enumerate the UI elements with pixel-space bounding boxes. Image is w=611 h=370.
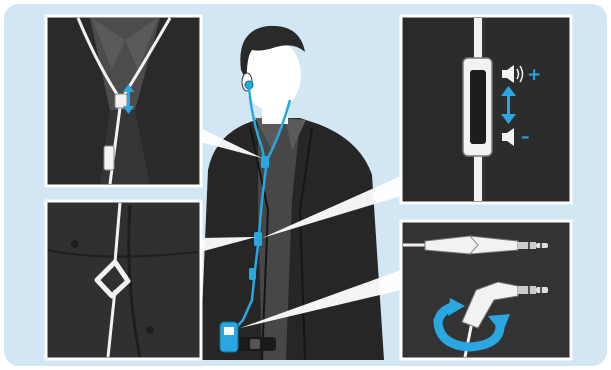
panel-cable-clip [46, 201, 201, 359]
volume-plus-label: + [527, 65, 541, 85]
music-player [220, 322, 238, 352]
earbud [245, 81, 253, 89]
inline-remote [254, 232, 262, 246]
volume-minus-label: – [521, 127, 530, 147]
panel-cable-slider [46, 16, 201, 186]
panel-volume-control: + – [401, 16, 571, 203]
panel-plug-rotate [401, 221, 571, 359]
